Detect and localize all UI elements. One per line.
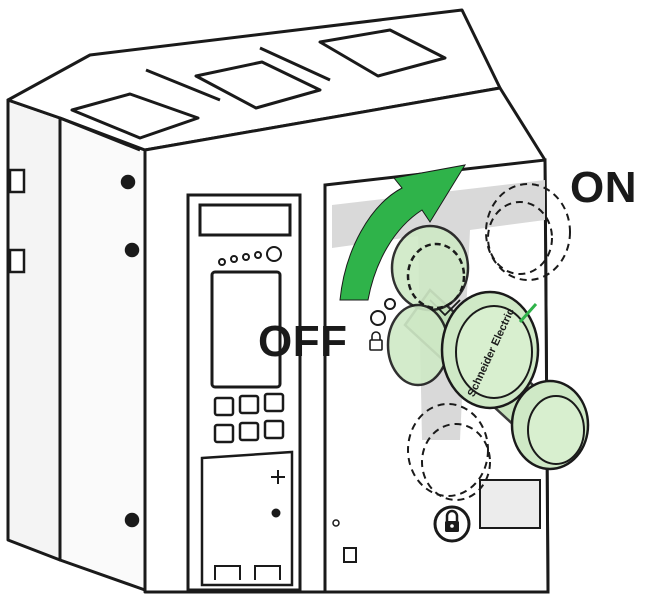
handle-knob-off-rim [406,242,466,310]
terminal-covers [59,28,447,152]
led-3 [242,253,250,261]
cover-base-clip [214,565,281,580]
screw-bottom-left [124,512,140,528]
handle-knob-left [386,303,450,387]
ghost-handle-on-position [485,183,571,281]
led-4 [254,251,262,259]
ghost-handle-on-inner [487,201,553,275]
side-slot-lower [8,248,26,274]
key-1 [213,396,235,417]
terminal-ridge [59,46,331,152]
display-screen [210,270,282,389]
off-symbol-icon [370,310,386,326]
curved-arrow-icon [339,164,467,301]
on-label: ON [570,163,637,212]
key-3 [263,392,285,413]
terminal-cover-right [318,28,447,78]
cover-plus-mark [271,470,285,484]
rotary-handle: Schneider Electric [386,224,590,471]
control-unit [186,193,302,592]
off-label: OFF [258,317,348,366]
padlock-plate [479,479,541,529]
control-unit-lower-cover [200,450,294,587]
panel-dot [332,519,340,527]
screw-mid-left [124,242,140,258]
cover-screw [271,508,281,518]
small-padlock-icon [369,331,383,351]
control-unit-top-bar [198,203,292,237]
side-details [8,168,140,528]
key-4 [213,423,235,444]
screw-top-left [120,174,136,190]
panel-square-marker [343,547,357,563]
led-1 [218,258,226,266]
track-symbols [369,298,396,351]
ghost-handle-positions [407,183,571,501]
padlock-icon [433,505,471,543]
handle-hub-rim [455,305,533,399]
led-2 [230,255,238,263]
terminal-cover-center [194,60,322,110]
ghost-handle-lower-inner [421,423,491,501]
indicator-leds [218,246,282,266]
side-slot-upper [8,168,26,194]
ghost-handle-lower-position [407,403,489,497]
handle-indicator-line [518,303,538,323]
key-5 [238,421,260,442]
key-2 [238,394,260,415]
terminal-cover-left [70,92,200,140]
handle-knob-on-face [527,395,585,465]
off-symbol-icon-2 [384,298,396,310]
key-6 [263,419,285,440]
test-button [266,246,282,262]
keypad [213,392,285,444]
